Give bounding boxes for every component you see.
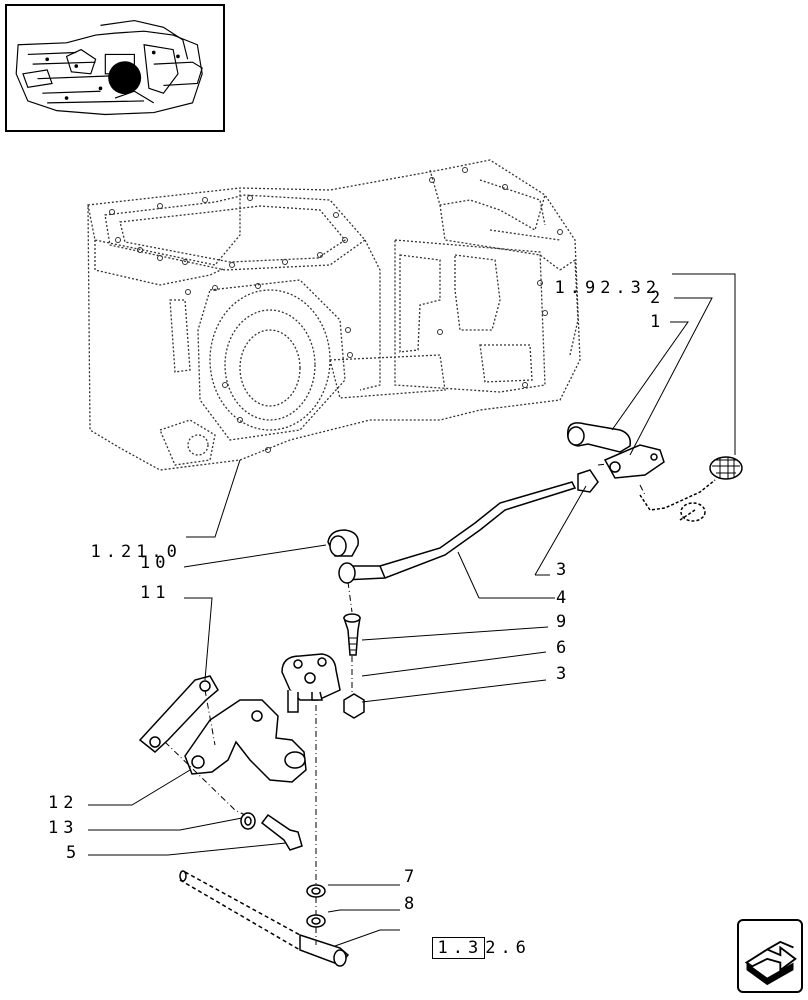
callout-2: 2 — [650, 288, 666, 308]
callout-10: 10 — [140, 553, 171, 573]
callout-9: 9 — [556, 612, 572, 632]
stud-part-9 — [342, 617, 361, 656]
nut-part-3-lower — [343, 693, 365, 719]
callout-7: 7 — [404, 867, 420, 887]
callout-1: 1 — [650, 312, 666, 332]
bracket-part-12 — [184, 699, 307, 783]
overview-thumbnail[interactable] — [5, 4, 225, 132]
shaft-part — [179, 871, 301, 951]
ref-1-21-0[interactable]: 1.21.0 — [60, 522, 182, 562]
callout-3: 3 — [556, 560, 572, 580]
callout-8: 8 — [404, 894, 420, 914]
ref-1-92-32-text: 1.92.32 — [554, 278, 662, 298]
callout-13: 13 — [48, 818, 79, 838]
ref-1-92-32[interactable]: 1.92.32 — [524, 258, 661, 298]
callout-3-lower: 3 — [556, 664, 572, 684]
ref-1-32-6-boxed: 1.3 — [432, 937, 486, 959]
ref-1-32-6-plain: 2.6 — [485, 938, 531, 958]
housing-bolt-holes — [109, 167, 563, 453]
pedal-arm — [639, 479, 716, 521]
next-page-arrow-icon[interactable] — [737, 919, 803, 993]
leader-lines — [88, 273, 736, 947]
assembly-axes — [164, 463, 646, 945]
callout-5: 5 — [66, 843, 82, 863]
callout-12: 12 — [48, 793, 79, 813]
plate-part-11 — [138, 675, 219, 753]
parts — [138, 422, 743, 967]
callout-6: 6 — [556, 638, 572, 658]
nut-part-3-upper — [577, 469, 599, 493]
callout-11: 11 — [140, 583, 171, 603]
transmission-thumbnail-icon — [15, 19, 203, 116]
bolt-part-5 — [260, 813, 303, 851]
transmission-housing — [87, 159, 581, 471]
callout-4: 4 — [556, 588, 572, 608]
ref-1-21-0-text: 1.21.0 — [90, 542, 182, 562]
